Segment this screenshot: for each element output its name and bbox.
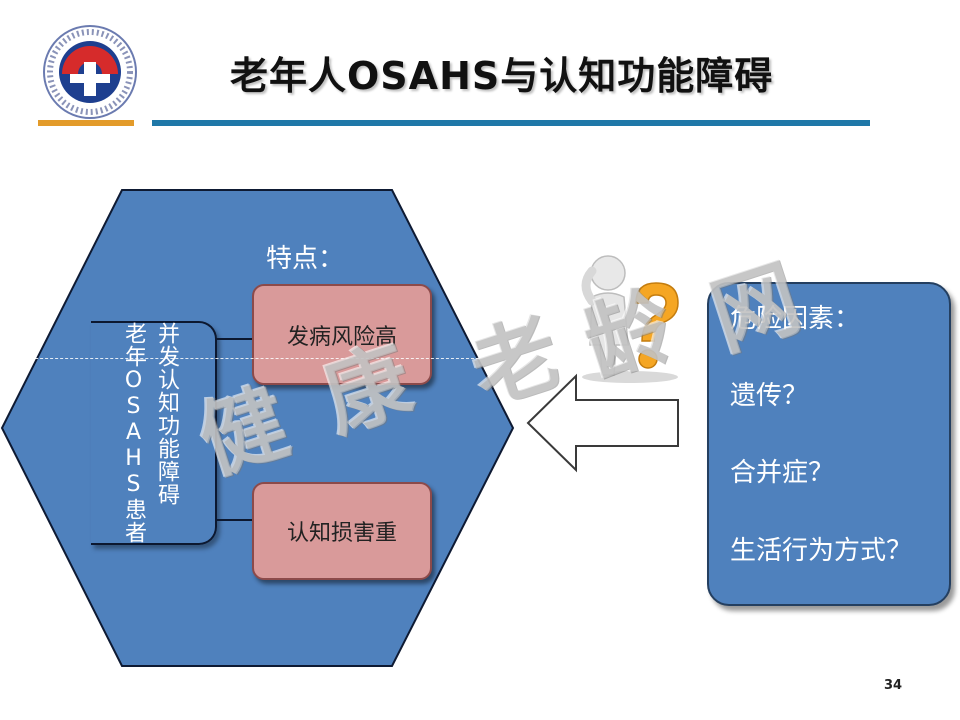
- title-rule-accent: [38, 120, 134, 126]
- page-title: 老年人OSAHS与认知功能障碍: [230, 54, 774, 98]
- hospital-logo-icon: [43, 25, 137, 119]
- feature-box-high-risk: 发病风险高: [252, 284, 432, 385]
- bracket-connector: [215, 338, 252, 340]
- left-arrow-icon: [526, 373, 679, 473]
- thinking-person-question-icon: [581, 255, 679, 383]
- risk-factor-item: 生活行为方式？: [730, 536, 913, 566]
- title-rule: [152, 120, 870, 126]
- bracket-connector: [215, 519, 252, 521]
- risk-factors-panel: [707, 282, 951, 606]
- guide-line: [0, 358, 960, 359]
- page-number: 34: [884, 678, 903, 693]
- feature-box-severe-impairment: 认知损害重: [252, 482, 432, 580]
- patients-label-line2: 老年OSAHS患者: [121, 322, 146, 544]
- features-label: 特点：: [266, 244, 345, 274]
- patients-bracket: [91, 321, 217, 545]
- risk-factor-item: 遗传？: [730, 381, 809, 411]
- risk-factors-title: 危险因素：: [730, 304, 861, 334]
- patients-label-line1: 并发认知功能障碍: [154, 322, 179, 506]
- risk-factor-item: 合并症？: [730, 458, 835, 488]
